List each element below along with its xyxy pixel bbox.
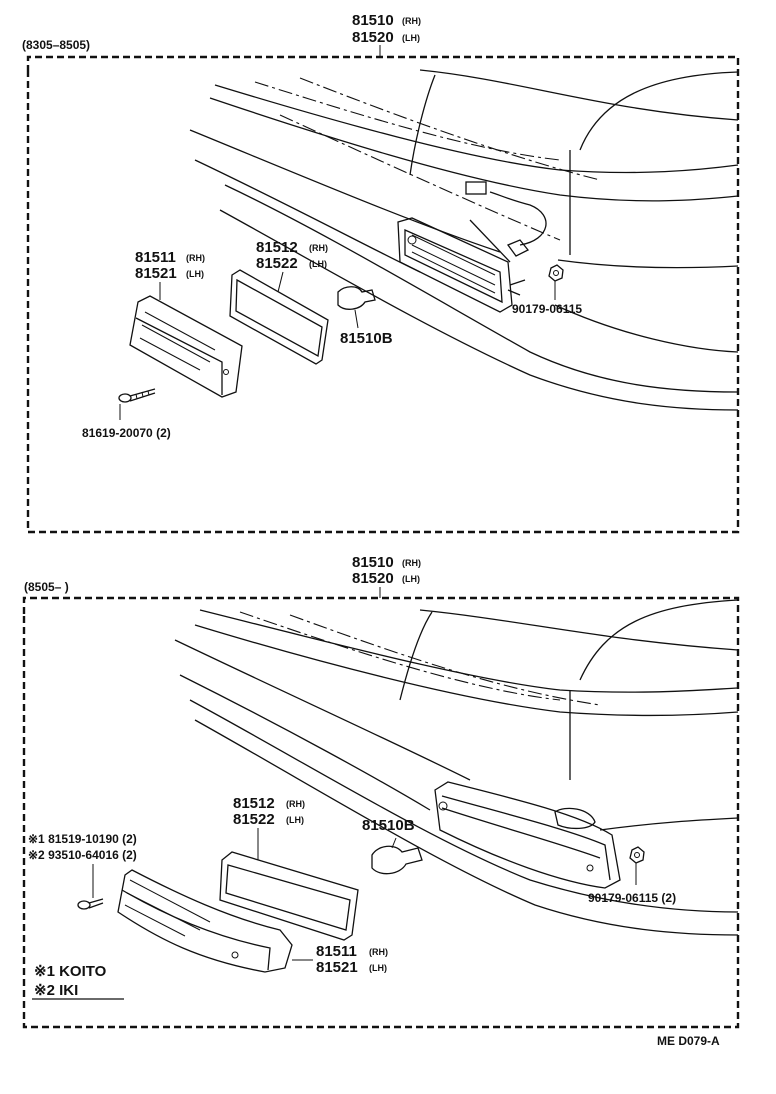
bottom-gasket-lh-number: 81522: [233, 811, 275, 828]
top-nut-number: 90179-06115: [512, 302, 582, 316]
top-bulb-number: 81510B: [340, 330, 393, 347]
top-bulb: [337, 286, 376, 329]
top-gasket-lh-number: 81522: [256, 255, 298, 272]
top-assembly-lh-number: 81520: [352, 29, 394, 46]
top-screw-number: 81619-20070 (2): [82, 426, 171, 440]
top-lens-rh-number: 81511: [135, 249, 176, 266]
top-screw: [118, 388, 156, 420]
bottom-date-range: (8505– ): [24, 580, 69, 594]
top-lens-lh-number: 81521: [135, 265, 177, 282]
bottom-gasket-rh-number: 81512: [233, 795, 275, 812]
bottom-section: (8505– ) 81510 (RH) 81520 (LH): [22, 554, 740, 1029]
top-gasket-leader: [277, 271, 284, 293]
bottom-assembly-lh-tag: (LH): [402, 574, 420, 584]
bottom-assembly-rh-number: 81510: [352, 554, 394, 571]
top-assembly-rh-number: 81510: [352, 12, 394, 29]
bottom-lens: [117, 869, 293, 973]
diagram-code: ME D079-A: [657, 1034, 720, 1048]
top-section: (8305–8505) 81510 (RH) 81520 (LH): [22, 12, 740, 534]
bottom-gasket-lh-tag: (LH): [286, 815, 304, 825]
top-lens-rh-tag: (RH): [186, 253, 205, 263]
top-assembly-rh-tag: (RH): [402, 16, 421, 26]
top-lens-lh-tag: (LH): [186, 269, 204, 279]
top-gasket-rh-tag: (RH): [309, 243, 328, 253]
bottom-nut: [629, 846, 645, 885]
bottom-screw-2-number: ※2 93510-64016 (2): [28, 848, 137, 862]
bottom-assembly-lh-number: 81520: [352, 570, 394, 587]
top-gasket-rh-number: 81512: [256, 239, 298, 256]
top-assembly-lh-tag: (LH): [402, 33, 420, 43]
bottom-lamp-housing: [434, 781, 621, 889]
bottom-lens-rh-number: 81511: [316, 943, 357, 960]
bottom-gasket-rh-tag: (RH): [286, 799, 305, 809]
bottom-car-body: [174, 599, 739, 936]
top-lamp-housing: [397, 181, 547, 313]
bottom-lens-lh-tag: (LH): [369, 963, 387, 973]
bottom-lens-lh-number: 81521: [316, 959, 358, 976]
top-gasket-lh-tag: (LH): [309, 259, 327, 269]
bottom-bulb-number: 81510B: [362, 817, 415, 834]
bottom-screw: [77, 864, 104, 910]
bottom-frame: [22, 596, 740, 1029]
top-lens: [129, 295, 243, 398]
bottom-screw-1-number: ※1 81519-10190 (2): [28, 832, 137, 846]
top-gasket: [229, 269, 329, 365]
top-frame: [26, 55, 740, 534]
top-date-range: (8305–8505): [22, 38, 90, 52]
legend-koito: ※1 KOITO: [34, 963, 107, 980]
top-nut: [548, 264, 564, 300]
bottom-assembly-rh-tag: (RH): [402, 558, 421, 568]
legend-iki: ※2 IKI: [34, 982, 78, 999]
bottom-gasket: [219, 851, 359, 941]
bottom-lens-rh-tag: (RH): [369, 947, 388, 957]
bottom-bulb: [371, 837, 423, 875]
bottom-nut-number: 90179-06115 (2): [588, 891, 676, 905]
